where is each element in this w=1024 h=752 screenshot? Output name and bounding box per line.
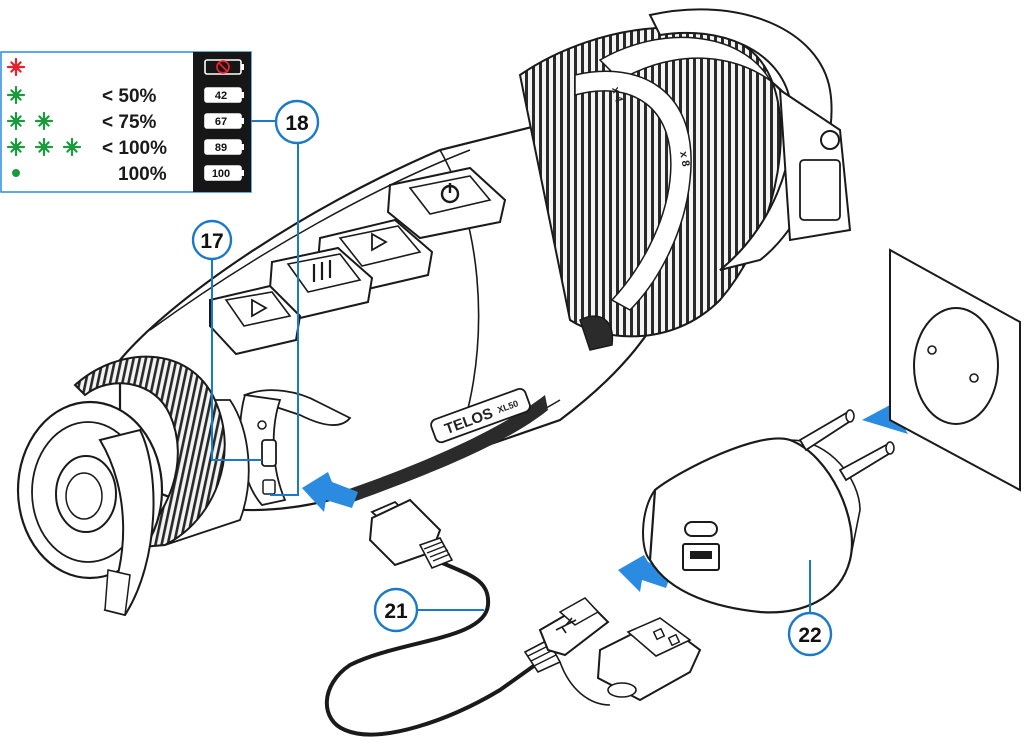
green-led-dot xyxy=(12,169,20,177)
menu-icon xyxy=(312,260,332,282)
battery-value: 89 xyxy=(215,142,227,154)
green-led-star xyxy=(34,111,54,131)
control-buttons xyxy=(209,166,507,356)
usb-a-plug xyxy=(523,597,702,706)
power-button xyxy=(386,166,507,240)
zoom-mark-4: x 4 xyxy=(609,86,625,105)
usb-port xyxy=(261,439,277,467)
charge-status-legend: < 50% 42 < 75% 67 < 100% 89 100% 100 xyxy=(0,51,252,193)
svg-text:22: 22 xyxy=(798,624,821,647)
eyecup xyxy=(16,400,164,617)
battery-value: 42 xyxy=(215,90,227,102)
down-button xyxy=(209,284,302,356)
legend-label: < 75% xyxy=(102,112,157,133)
diopter-ring xyxy=(73,355,250,550)
green-led-star xyxy=(6,137,26,157)
legend-row: < 50% 42 xyxy=(6,85,244,107)
callout-21: 21 xyxy=(373,587,419,633)
legend-label: < 100% xyxy=(102,138,167,159)
svg-text:17: 17 xyxy=(200,230,223,253)
green-led-star xyxy=(62,137,82,157)
power-icon xyxy=(440,183,460,204)
plug-prongs xyxy=(798,409,895,482)
legend-row: 100% 100 xyxy=(12,164,244,185)
legend-label: < 50% xyxy=(102,86,157,107)
callout-leaders xyxy=(211,120,811,612)
battery-level-icon: 42 xyxy=(204,87,244,103)
svg-text:18: 18 xyxy=(285,112,309,135)
charge-led xyxy=(262,479,276,495)
usb-c-socket xyxy=(684,521,718,537)
legend-label: 100% xyxy=(118,164,167,185)
legend-row xyxy=(6,57,244,77)
green-led-star xyxy=(6,111,26,131)
callout-22: 22 xyxy=(787,611,833,657)
red-led-star xyxy=(6,57,26,77)
arrow-to-port xyxy=(302,472,358,512)
legend-row: < 75% 67 xyxy=(6,111,244,133)
menu-button xyxy=(268,246,374,320)
objective-focus-ring: x 4 x 8 xyxy=(518,8,852,338)
battery-value: 100 xyxy=(212,168,230,180)
battery-level-icon: 67 xyxy=(204,113,244,129)
battery-level-icon: 89 xyxy=(204,139,244,155)
usb-cable xyxy=(324,498,702,737)
brand-label: TELOS XL50 xyxy=(430,387,531,444)
arrow-to-adapter xyxy=(618,555,672,592)
battery-value: 67 xyxy=(215,116,227,128)
usb-c-plug xyxy=(368,498,454,570)
play-icon xyxy=(371,232,388,252)
power-adapter xyxy=(642,409,895,614)
callout-17: 17 xyxy=(191,219,233,261)
callout-18: 18 xyxy=(274,99,320,145)
zoom-mark-8: x 8 xyxy=(677,150,691,167)
legend-row: < 100% 89 xyxy=(6,137,244,159)
usb-icon xyxy=(555,617,577,634)
play-icon xyxy=(251,298,268,318)
green-led-star xyxy=(6,85,26,105)
battery-empty-icon xyxy=(204,59,244,75)
green-led-star xyxy=(34,137,54,157)
wall-socket xyxy=(889,248,1021,492)
battery-level-icon: 100 xyxy=(204,165,244,181)
svg-text:21: 21 xyxy=(384,600,408,623)
thermal-monocular: x 4 x 8 xyxy=(16,8,852,617)
